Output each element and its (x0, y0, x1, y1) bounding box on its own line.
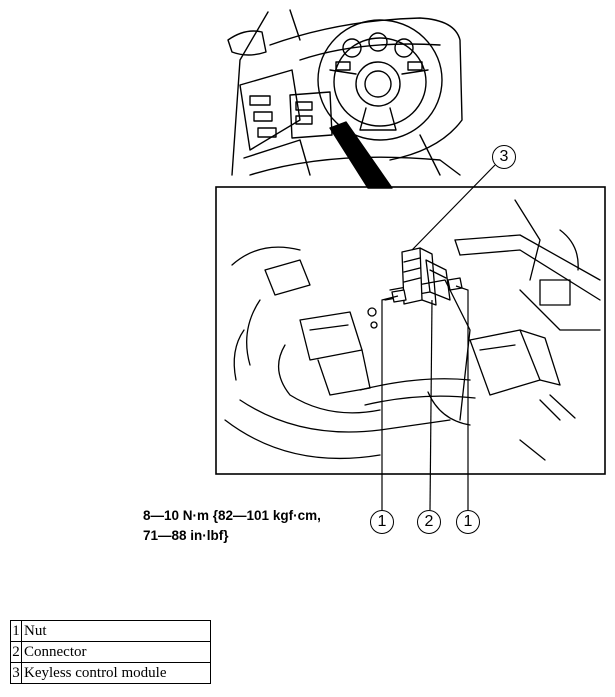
callout-module: 3 (492, 145, 516, 169)
torque-line-1: 8—10 N·m {82—101 kgf·cm, (143, 508, 321, 523)
legend-number: 2 (10, 641, 22, 663)
parts-legend-table: 1 Nut 2 Connector 3 Keyless control modu… (10, 620, 211, 684)
legend-row: 2 Connector (10, 641, 211, 663)
legend-number: 1 (10, 620, 22, 642)
detail-frame (215, 186, 606, 475)
callout-connector: 2 (417, 510, 441, 534)
dashboard-overview (227, 9, 463, 189)
legend-label: Nut (21, 620, 211, 642)
detail-view (224, 199, 601, 461)
callout-nut-right: 1 (456, 510, 480, 534)
torque-specification: 8—10 N·m {82—101 kgf·cm, 71—88 in·lbf} (143, 506, 321, 546)
torque-line-2: 71—88 in·lbf} (143, 528, 229, 543)
legend-row: 1 Nut (10, 620, 211, 642)
legend-label: Connector (21, 641, 211, 663)
legend-number: 3 (10, 662, 22, 684)
legend-row: 3 Keyless control module (10, 662, 211, 684)
callout-nut-left: 1 (370, 510, 394, 534)
legend-label: Keyless control module (21, 662, 211, 684)
leader-lines (381, 164, 496, 511)
